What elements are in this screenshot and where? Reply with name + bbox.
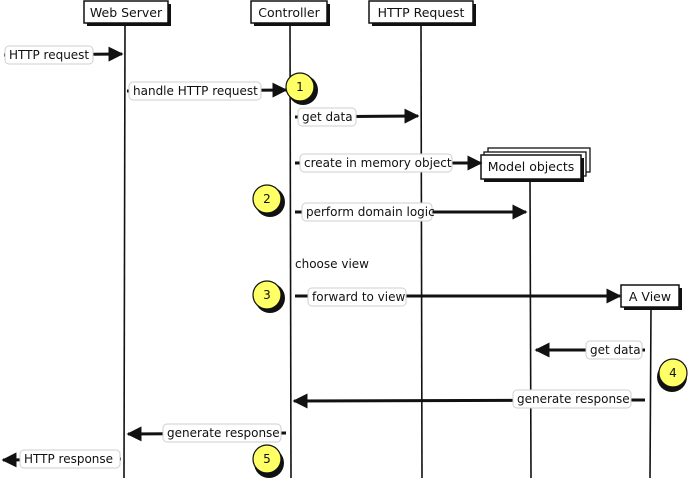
step-number: 4 <box>669 366 677 380</box>
note-choose-view: choose view <box>295 257 369 271</box>
message-label: create in memory object <box>304 156 452 170</box>
lifeline-controller <box>289 25 292 479</box>
participant-controller: Controller <box>250 0 330 26</box>
participant-label: Controller <box>258 5 320 20</box>
message-controller-generate-response: generate response <box>126 423 287 443</box>
message-handle-http-request: handle HTTP request <box>126 81 288 101</box>
message-label: perform domain logic <box>306 205 435 219</box>
message-http-request-in: HTTP request <box>3 45 124 65</box>
participant-http-request: HTTP Request <box>368 0 476 26</box>
step-number: 2 <box>263 192 271 206</box>
step-marker-2: 2 <box>252 184 285 217</box>
participant-web-server: Web Server <box>83 0 171 26</box>
lifeline-model-objects <box>529 179 532 479</box>
message-label: HTTP response <box>24 452 113 466</box>
message-label: generate response <box>517 392 630 406</box>
step-number: 1 <box>296 80 304 94</box>
participant-model-objects: Model objects <box>480 147 591 182</box>
message-label: get data <box>302 110 353 124</box>
participant-label: A View <box>629 289 671 304</box>
step-marker-1: 1 <box>285 72 318 105</box>
message-label: HTTP request <box>9 48 89 62</box>
step-number: 3 <box>263 288 271 302</box>
message-label: generate response <box>167 426 280 440</box>
step-number: 5 <box>263 452 271 466</box>
participant-label: HTTP Request <box>378 5 465 20</box>
message-view-get-data: get data <box>534 340 645 360</box>
step-marker-3: 3 <box>252 280 285 313</box>
participant-a-view: A View <box>620 284 682 310</box>
message-create-in-memory-object: create in memory object <box>295 153 483 173</box>
message-forward-to-view: forward to view <box>295 287 622 307</box>
message-get-data-request: get data <box>294 107 420 127</box>
participant-label: Web Server <box>90 5 163 20</box>
lifeline-a-view <box>649 307 652 479</box>
message-label: get data <box>590 343 641 357</box>
step-marker-4: 4 <box>657 358 688 392</box>
participant-label: Model objects <box>488 159 575 174</box>
lifelines <box>123 25 652 479</box>
message-perform-domain-logic: perform domain logic <box>295 202 528 222</box>
message-label: handle HTTP request <box>133 84 258 98</box>
message-label: forward to view <box>312 290 406 304</box>
lifeline-http-request <box>420 25 423 479</box>
message-http-response-out: HTTP response <box>1 449 122 469</box>
step-marker-5: 5 <box>252 444 284 478</box>
lifeline-web-server <box>123 25 126 479</box>
message-view-generate-response: generate response <box>292 389 646 409</box>
